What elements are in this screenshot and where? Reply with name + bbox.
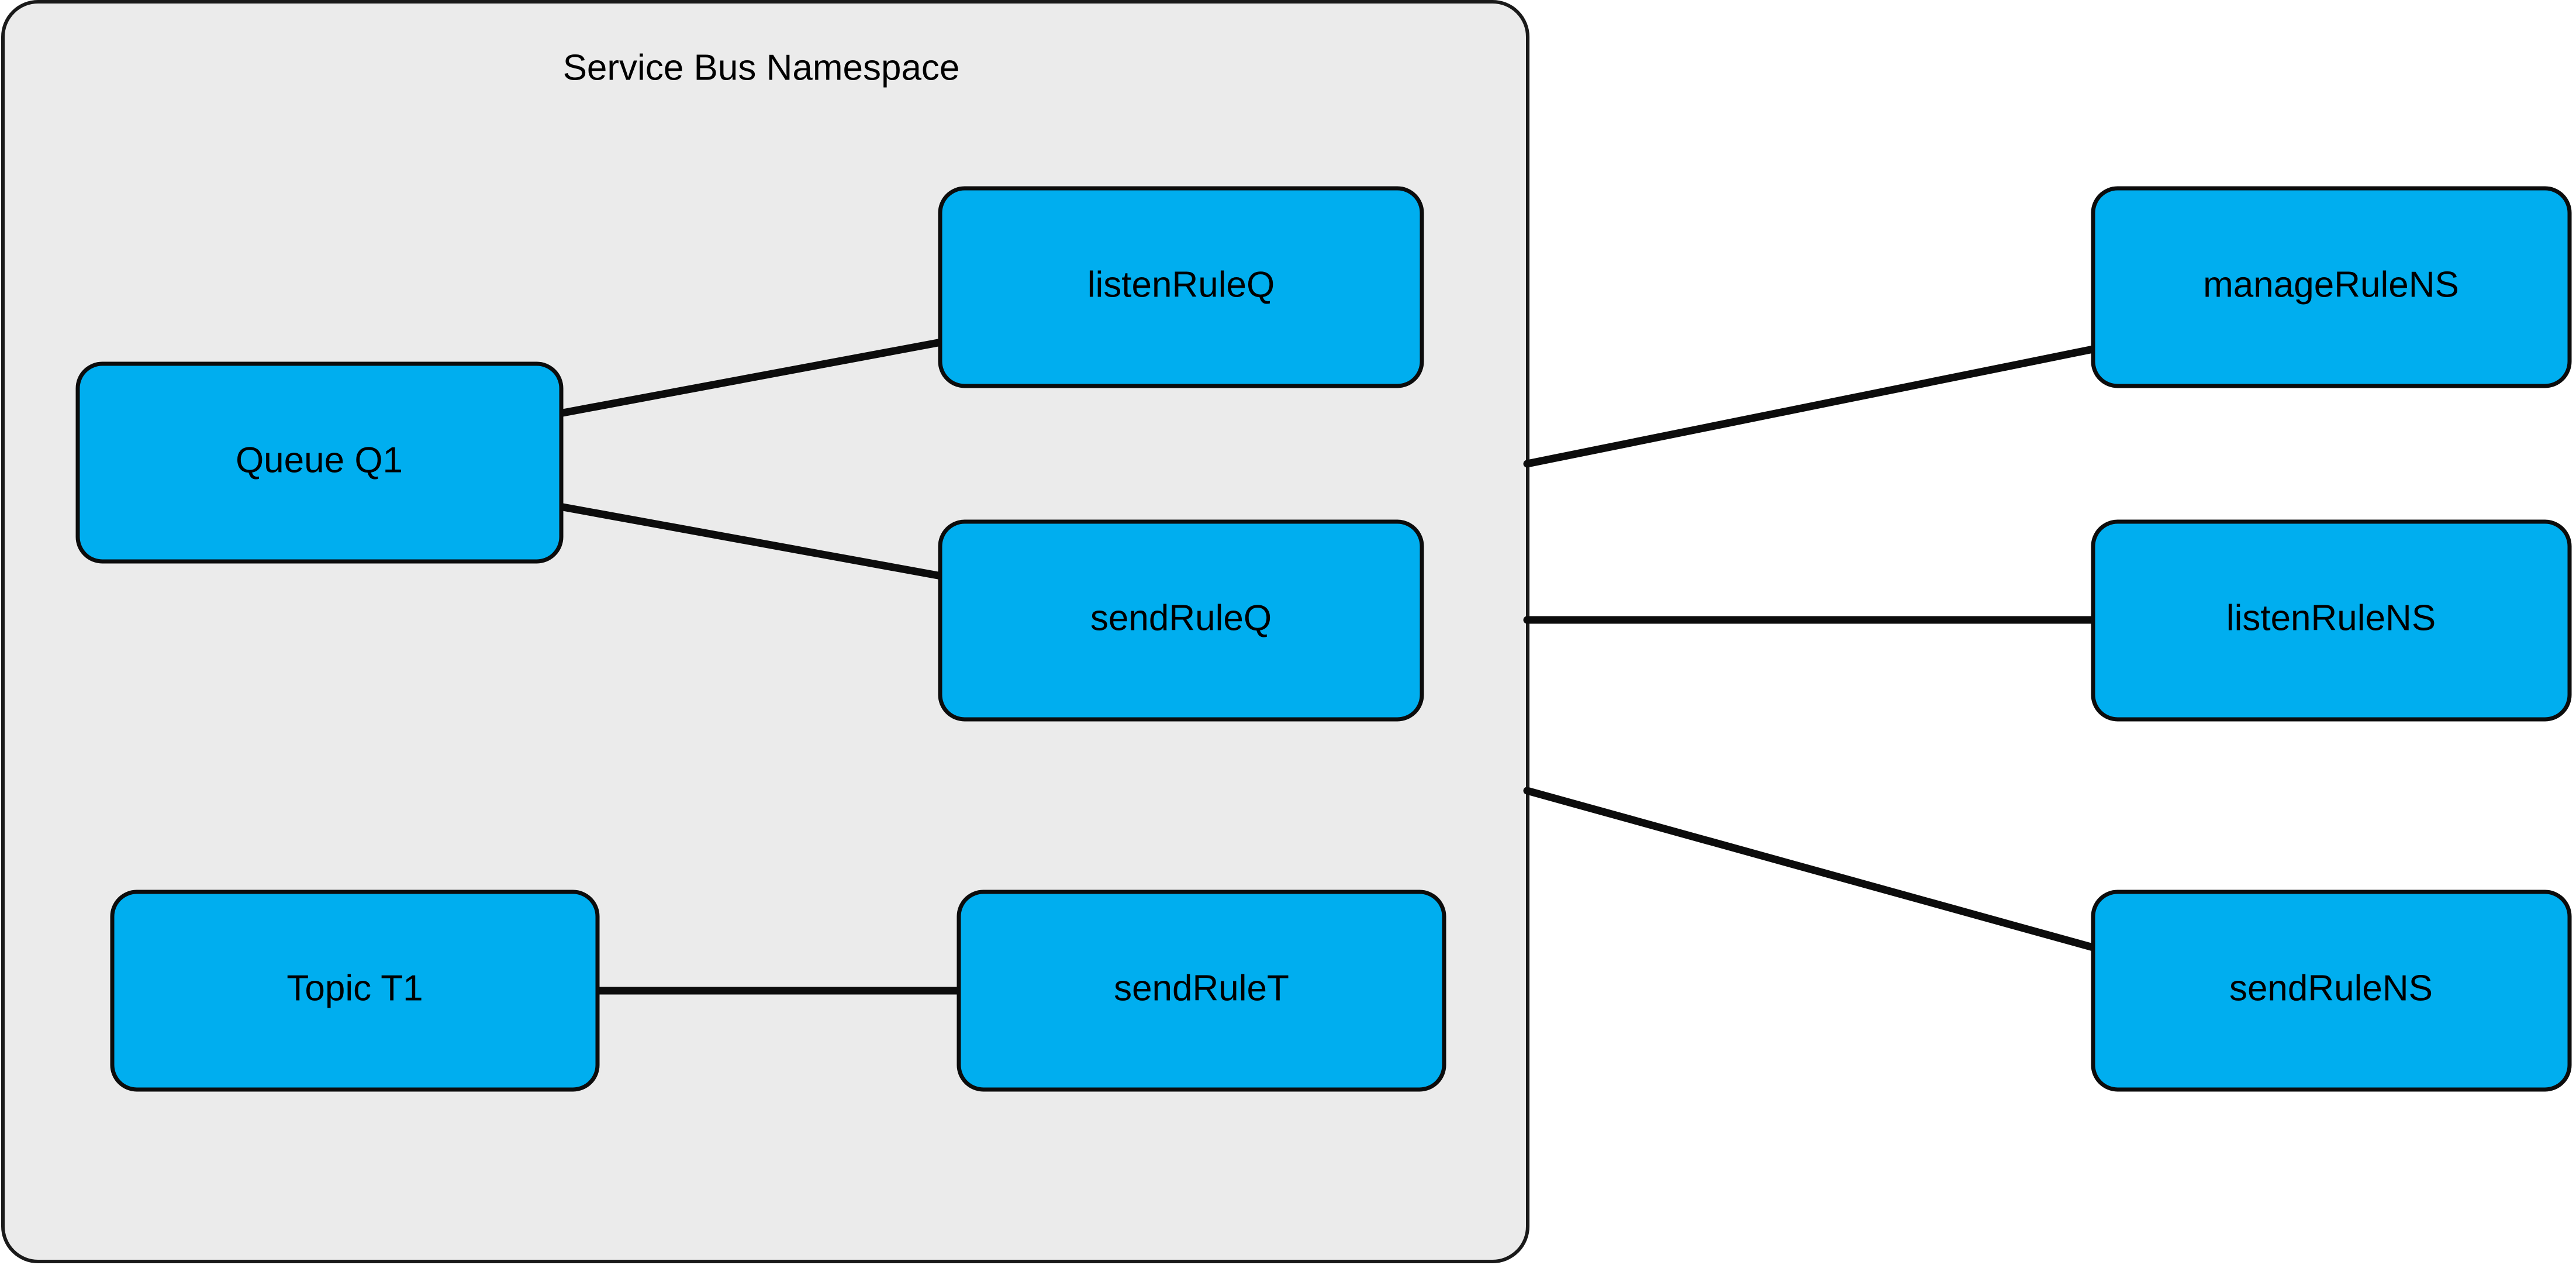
node-manage-rule-ns-shape[interactable] <box>2091 186 2572 388</box>
node-send-rule-q-shape[interactable] <box>938 519 1424 722</box>
node-send-rule-ns-label: sendRuleNS <box>2229 968 2433 1008</box>
node-send-rule-t-label: sendRuleT <box>1114 968 1289 1008</box>
node-listen-rule-ns[interactable]: listenRuleNS <box>2091 519 2572 722</box>
node-manage-rule-ns-label: manageRuleNS <box>2203 264 2459 305</box>
node-send-rule-t-shape[interactable] <box>956 890 1446 1092</box>
edge-namespace-to-manage-rule-ns[interactable] <box>1523 345 2097 468</box>
node-topic-t1-shape[interactable] <box>110 890 600 1092</box>
node-listen-rule-ns-shape[interactable] <box>2091 519 2572 722</box>
node-queue-q1-label: Queue Q1 <box>236 440 403 480</box>
node-send-rule-t[interactable]: sendRuleT <box>956 890 1446 1092</box>
node-send-rule-ns-shape[interactable] <box>2091 890 2572 1092</box>
edge-queue-q1-to-listen-rule-q[interactable] <box>555 338 945 418</box>
node-topic-t1[interactable]: Topic T1 <box>110 890 600 1092</box>
node-send-rule-ns[interactable]: sendRuleNS <box>2091 890 2572 1092</box>
edge-queue-q1-to-send-rule-q[interactable] <box>555 502 945 580</box>
node-topic-t1-label: Topic T1 <box>286 968 423 1008</box>
node-layer: Queue Q1 listenRuleQ sendRuleQ Topic T1 … <box>75 186 2572 1092</box>
node-manage-rule-ns[interactable]: manageRuleNS <box>2091 186 2572 388</box>
node-listen-rule-ns-label: listenRuleNS <box>2226 598 2436 638</box>
node-queue-q1[interactable]: Queue Q1 <box>75 361 564 564</box>
node-listen-rule-q[interactable]: listenRuleQ <box>938 186 1424 388</box>
node-queue-q1-shape[interactable] <box>75 361 564 564</box>
node-send-rule-q-label: sendRuleQ <box>1090 598 1272 638</box>
edge-layer <box>555 338 2097 995</box>
node-send-rule-q[interactable]: sendRuleQ <box>938 519 1424 722</box>
edge-namespace-to-send-rule-ns[interactable] <box>1523 787 2097 952</box>
service-bus-namespace-title: Service Bus Namespace <box>563 47 960 88</box>
node-listen-rule-q-shape[interactable] <box>938 186 1424 388</box>
node-listen-rule-q-label: listenRuleQ <box>1087 264 1275 305</box>
